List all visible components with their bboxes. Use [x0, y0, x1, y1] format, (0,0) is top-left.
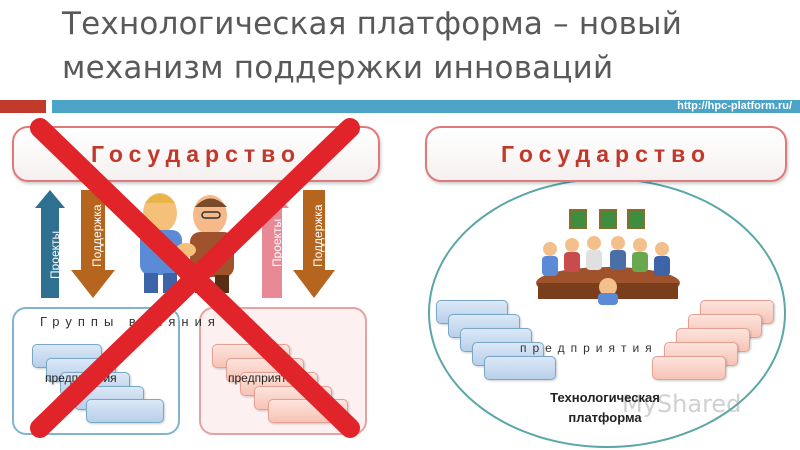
meeting-illustration [536, 209, 680, 305]
watermark: MyShared [622, 390, 742, 418]
header-bar-blue [52, 100, 800, 113]
enterprises-label-right: предприятия [520, 341, 658, 355]
enterprise-card-right-pink [652, 356, 726, 380]
influence-groups-label: Группы влияния [40, 314, 221, 329]
down-arrow-support-2 [293, 190, 335, 298]
enterprise-card-right [484, 356, 556, 380]
title-line-2: механизм поддержки инноваций [62, 50, 614, 86]
cross-out-mark [30, 118, 360, 438]
platform-label: Технологическая платформа [550, 390, 660, 425]
state-label-right: Государство [500, 140, 712, 167]
enterprise-card [86, 399, 164, 423]
down-arrow-support [71, 190, 115, 298]
header-bar-red [0, 100, 46, 113]
source-url[interactable]: http://hpc-platform.ru/ [677, 100, 792, 112]
state-label-left: Государство [90, 140, 302, 167]
arrows-left-pair [35, 190, 115, 298]
up-arrow-projects [35, 190, 65, 298]
state-box-right: Государство [425, 126, 787, 182]
slide-title: Технологическая платформа – новый механи… [62, 2, 762, 90]
title-line-1: Технологическая платформа – новый [62, 6, 683, 42]
